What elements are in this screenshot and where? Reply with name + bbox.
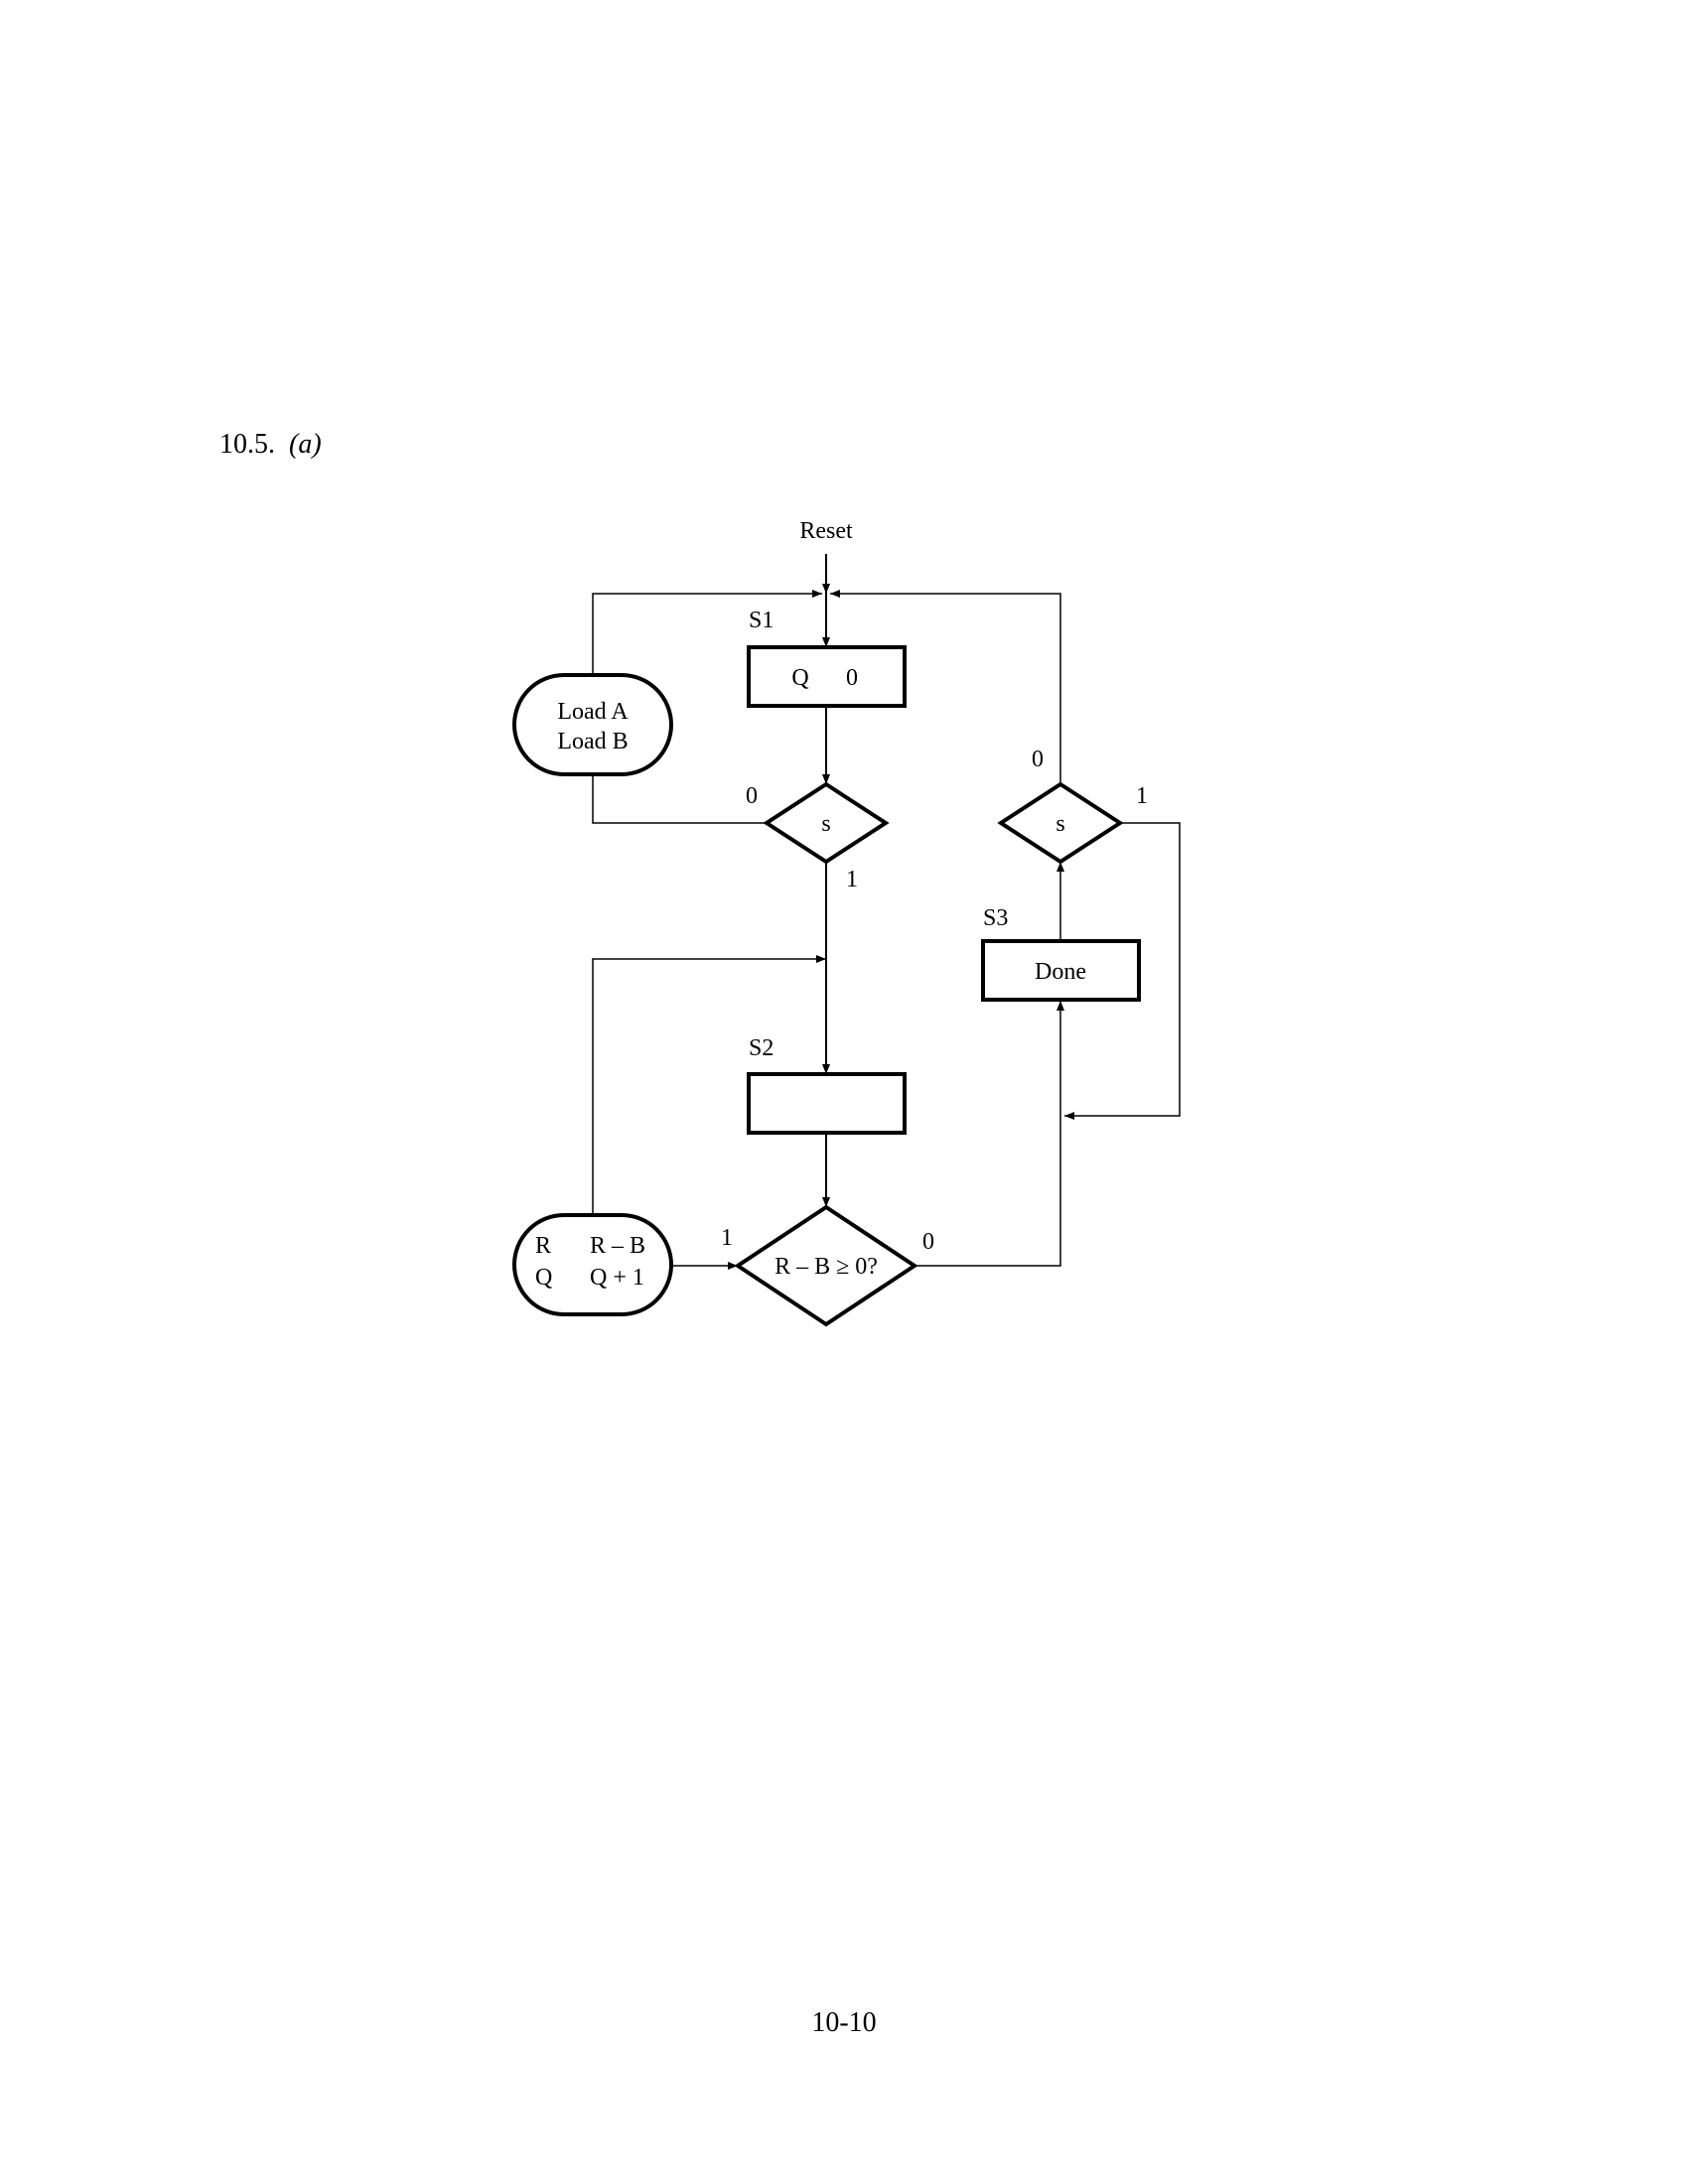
problem-label: 10.5. (a): [219, 429, 322, 461]
problem-number: 10.5.: [219, 429, 275, 460]
state-s3-label: S3: [983, 905, 1008, 931]
update-q-left: Q: [535, 1265, 552, 1291]
page-number: 10-10: [811, 2007, 877, 2038]
update-r-left: R: [535, 1233, 551, 1259]
decision-compare-no: 0: [922, 1229, 934, 1255]
decision-s-second-label: s: [1055, 811, 1064, 837]
decision-s-first-no-connector: [592, 774, 767, 824]
decision-compare-label: R – B ≥ 0?: [774, 1254, 878, 1280]
update-q-right: Q + 1: [590, 1265, 644, 1291]
state-s1-action-q: Q: [791, 665, 808, 691]
state-s1-box: [747, 645, 907, 708]
load-b-text: Load B: [557, 729, 628, 754]
decision-s-second-yes: 1: [1136, 783, 1148, 809]
update-loop-connector: [592, 955, 826, 1215]
state-s2-label: S2: [749, 1035, 774, 1061]
reset-label: Reset: [799, 518, 853, 544]
state-s3-action: Done: [1035, 959, 1086, 985]
state-s1-action-zero: 0: [846, 665, 858, 691]
decision-s-second-yes-connector: [1064, 822, 1181, 1120]
state-s2-box: [747, 1072, 907, 1135]
decision-compare: [734, 1204, 918, 1327]
decision-s-second-no: 0: [1032, 747, 1044, 772]
decision-s-first-yes: 1: [846, 867, 858, 892]
load-output-box: [512, 673, 673, 776]
s2-no-connector: [830, 590, 1061, 784]
decision-s-second: [997, 781, 1124, 865]
update-output-box: [512, 1213, 673, 1316]
decision-compare-yes: 1: [721, 1225, 733, 1251]
decision-s-first-label: s: [821, 811, 830, 837]
update-r-right: R – B: [590, 1233, 645, 1259]
load-loop-connector: [592, 590, 822, 675]
state-s1-label: S1: [749, 608, 774, 633]
load-a-text: Load A: [557, 699, 629, 725]
problem-part: (a): [289, 429, 322, 460]
decision-compare-no-connector: [914, 1001, 1064, 1267]
decision-s-first-no: 0: [746, 783, 758, 809]
